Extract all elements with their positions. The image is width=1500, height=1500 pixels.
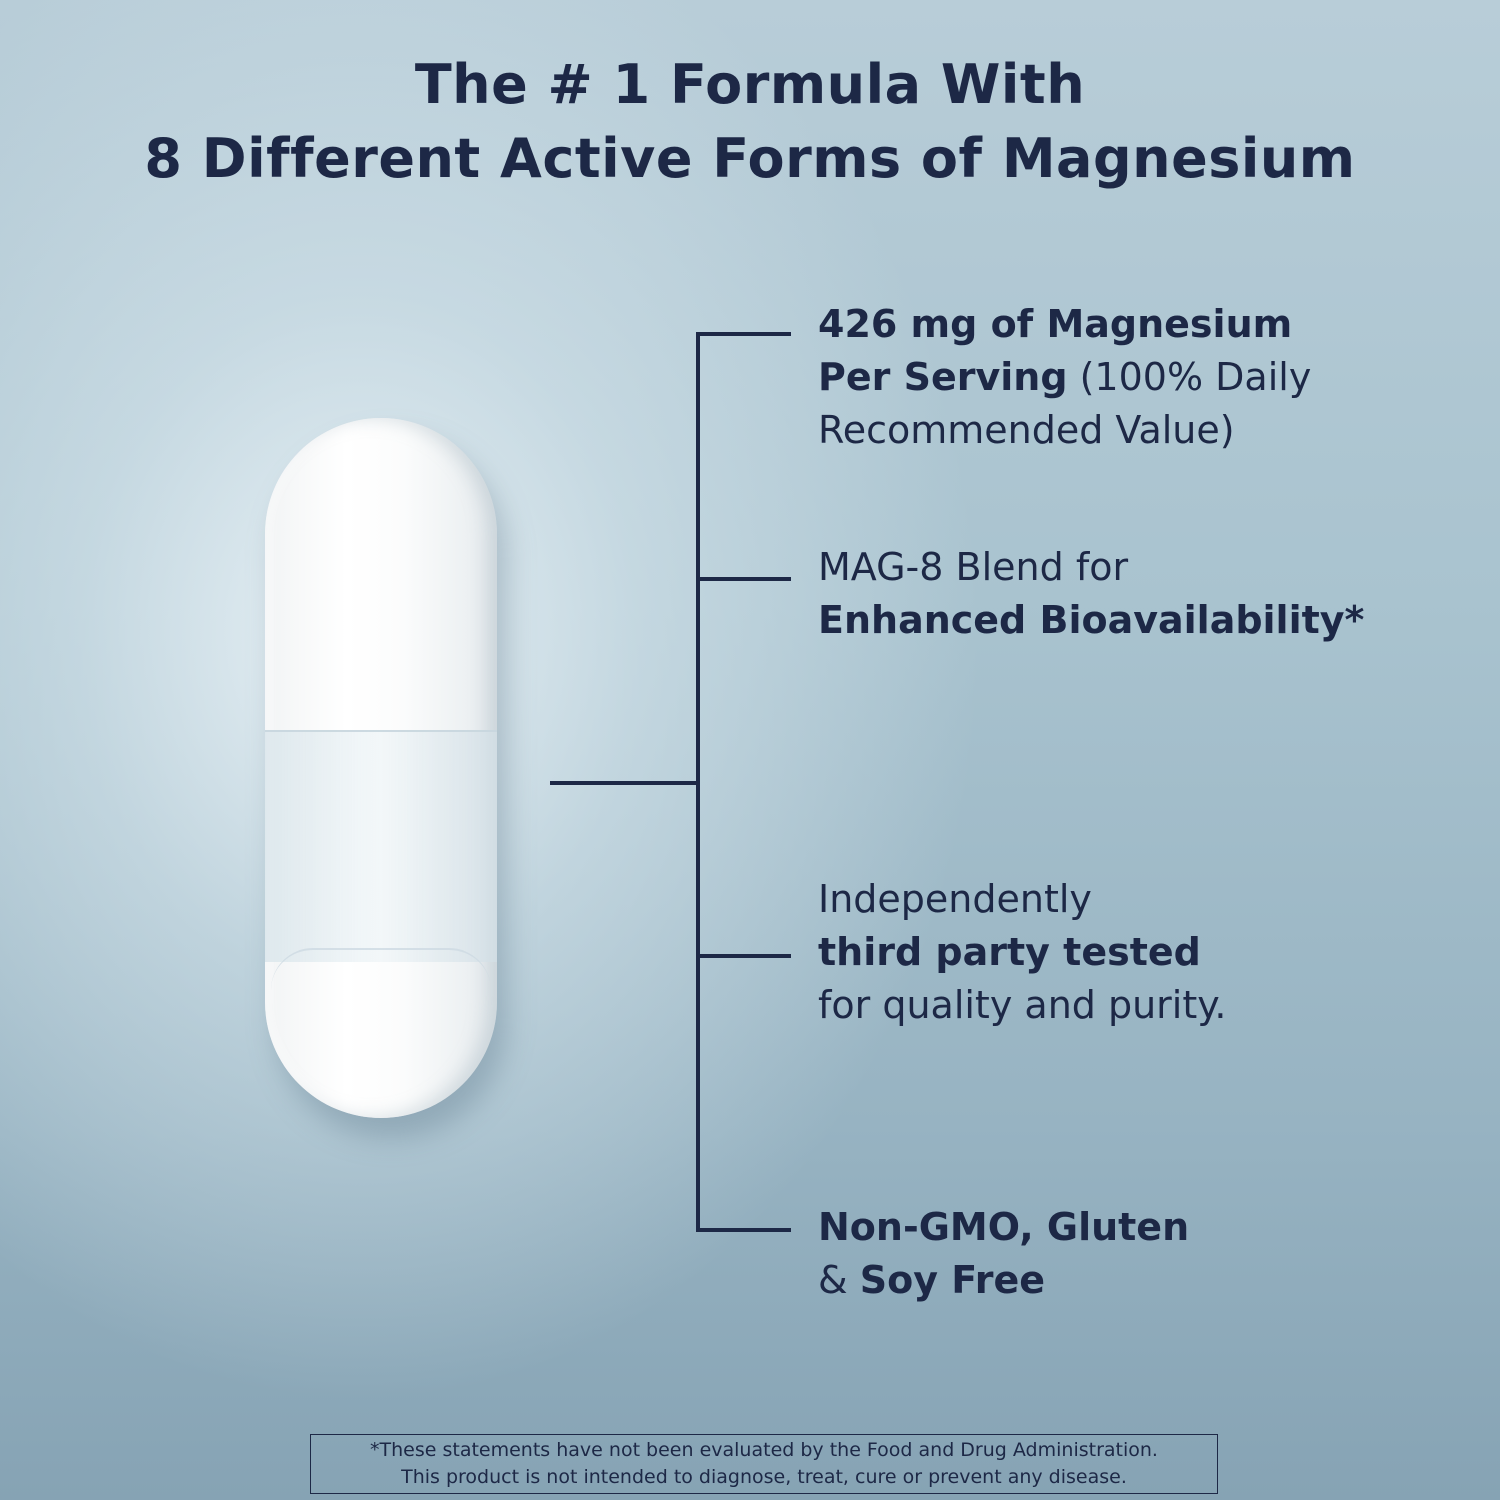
feature-2-line-1: MAG-8 Blend for: [818, 545, 1129, 589]
feature-2-line-2: Enhanced Bioavailability*: [818, 598, 1365, 642]
title-line-2: 8 Different Active Forms of Magnesium: [144, 127, 1356, 190]
feature-4-line-1: Non-GMO, Gluten: [818, 1205, 1190, 1249]
feature-4-line-2-bold: Soy Free: [859, 1258, 1046, 1302]
capsule-image: [265, 418, 507, 1138]
feature-third-party-tested: Independently third party tested for qua…: [818, 873, 1226, 1032]
capsule-connector-line: [550, 781, 700, 785]
bracket-tick-4: [696, 1228, 791, 1232]
capsule-band: [265, 730, 497, 962]
feature-3-line-3: for quality and purity.: [818, 983, 1227, 1027]
capsule-seam: [271, 948, 491, 990]
feature-3-line-2: third party tested: [818, 930, 1201, 974]
feature-1-line-2-normal: (100% Daily: [1067, 355, 1312, 399]
feature-1-line-2-bold: Per Serving: [818, 355, 1068, 399]
bracket-tick-1: [696, 332, 791, 336]
capsule-body: [265, 418, 497, 1118]
feature-1-line-3: Recommended Value): [818, 408, 1235, 452]
feature-1-line-1: 426 mg of Magnesium: [818, 302, 1293, 346]
title-line-1: The # 1 Formula With: [414, 53, 1086, 116]
feature-3-line-1: Independently: [818, 877, 1092, 921]
page-title: The # 1 Formula With 8 Different Active …: [0, 48, 1500, 196]
disclaimer-line-2: This product is not intended to diagnose…: [401, 1466, 1127, 1488]
bracket-vertical-line: [696, 332, 700, 1232]
feature-mag8-blend: MAG-8 Blend for Enhanced Bioavailability…: [818, 541, 1364, 647]
bracket-tick-3: [696, 954, 791, 958]
feature-magnesium-dose: 426 mg of Magnesium Per Serving (100% Da…: [818, 298, 1311, 457]
bracket-tick-2: [696, 577, 791, 581]
disclaimer-line-1: *These statements have not been evaluate…: [370, 1439, 1158, 1461]
fda-disclaimer-box: *These statements have not been evaluate…: [310, 1434, 1218, 1494]
feature-non-gmo: Non-GMO, Gluten & Soy Free: [818, 1201, 1189, 1307]
feature-4-line-2-normal: &: [818, 1258, 860, 1302]
